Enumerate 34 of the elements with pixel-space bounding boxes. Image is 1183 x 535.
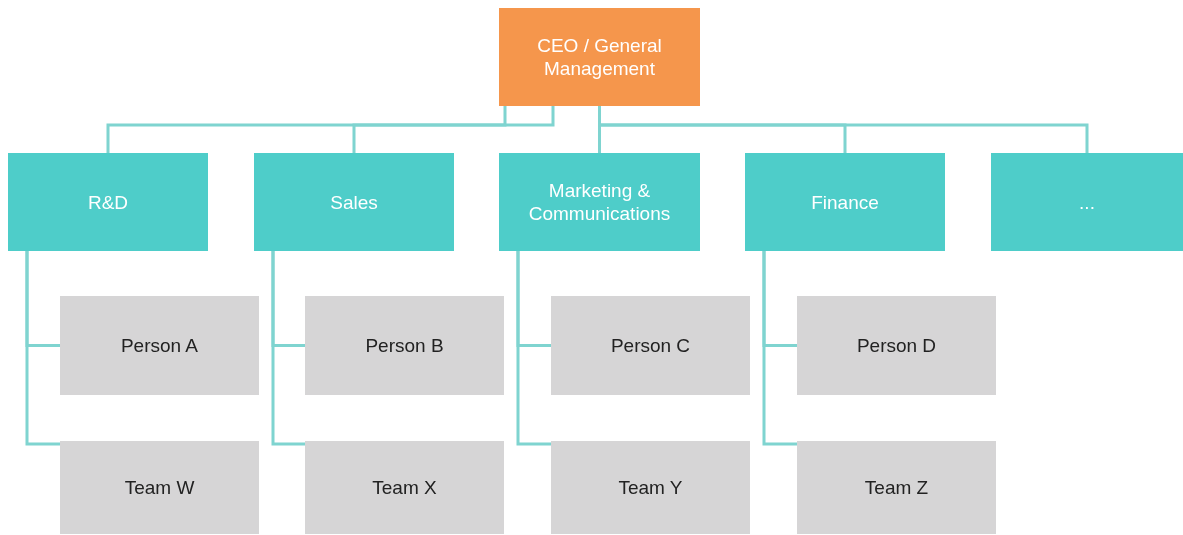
box-label: Team W xyxy=(124,476,195,499)
department-box xyxy=(991,153,1183,251)
box-label: Team Y xyxy=(618,476,683,499)
member-box xyxy=(797,441,996,534)
box-label: Sales xyxy=(330,190,378,214)
box-label: ... xyxy=(1079,190,1095,214)
connector-line xyxy=(762,251,797,446)
box-label: Marketing & Communications xyxy=(527,179,672,225)
connector-line xyxy=(516,251,551,446)
member-box xyxy=(551,441,750,534)
box-label: Person C xyxy=(610,334,691,357)
connector-line xyxy=(352,106,555,153)
member-box xyxy=(305,296,504,395)
management-box xyxy=(499,8,700,106)
box-label: Team X xyxy=(372,476,437,499)
connector-line xyxy=(271,251,305,446)
connector-line xyxy=(25,251,60,446)
department-box xyxy=(745,153,945,251)
connector-line xyxy=(106,106,507,153)
department-box xyxy=(8,153,208,251)
box-label: Person A xyxy=(120,334,199,357)
member-box xyxy=(551,296,750,395)
department-box xyxy=(254,153,454,251)
department-box xyxy=(499,153,700,251)
box-label: Person D xyxy=(856,334,937,357)
box-label: Person B xyxy=(365,334,444,357)
box-label: R&D xyxy=(87,190,129,214)
box-label: CEO / General Management xyxy=(536,34,663,80)
member-box xyxy=(60,296,259,395)
box-label: Team Z xyxy=(864,476,929,499)
member-box xyxy=(797,296,996,395)
box-label: Finance xyxy=(811,190,879,214)
member-box xyxy=(60,441,259,534)
member-box xyxy=(305,441,504,534)
